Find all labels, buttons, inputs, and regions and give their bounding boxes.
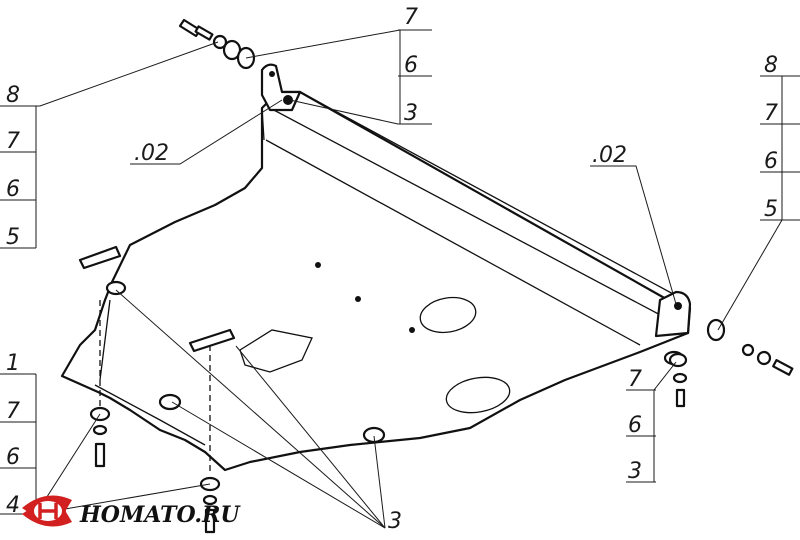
callout-lower-right-1: 7 xyxy=(628,367,642,392)
callout-right-3: 6 xyxy=(764,149,778,174)
cutout-oval-lower xyxy=(445,376,511,414)
hole-dot xyxy=(409,327,415,333)
bolt-lower-right xyxy=(668,352,688,408)
leader-lines xyxy=(0,29,800,529)
callout-top-2: 6 xyxy=(404,53,418,78)
logo-text: HOMATO.RU xyxy=(79,502,241,528)
bolt-right xyxy=(706,318,794,376)
hole-dot xyxy=(355,296,361,302)
callout-right-4: 5 xyxy=(764,197,778,222)
callout-lower-right-2: 6 xyxy=(628,413,642,438)
callout-right-1: 8 xyxy=(764,53,778,78)
skid-plate xyxy=(60,90,692,472)
callout-lower-right-3: 3 xyxy=(628,459,642,484)
cutout-rect xyxy=(239,329,313,373)
callout-bottom: 3 xyxy=(388,509,402,534)
callout-lower-left-3: 6 xyxy=(6,445,20,470)
callout-left-4: 5 xyxy=(6,225,20,250)
callout-lower-left-1: 1 xyxy=(6,351,20,376)
axis-lines xyxy=(99,300,211,475)
callout-lower-left-4: 4 xyxy=(6,493,20,518)
hole-dot xyxy=(315,262,321,268)
callout-left-3: 6 xyxy=(6,177,20,202)
tab-pad xyxy=(78,245,236,353)
callout-top-3: 3 xyxy=(404,101,418,126)
callout-top-1: 7 xyxy=(404,5,418,30)
bracket-right xyxy=(654,290,692,338)
cutout-oval-upper xyxy=(419,296,477,334)
bracket-left xyxy=(260,63,302,112)
ref-left: .02 xyxy=(134,141,169,166)
bolt-lower-left-1 xyxy=(89,406,111,468)
ref-right: .02 xyxy=(592,143,627,168)
bolt-top xyxy=(178,18,256,70)
callout-right-2: 7 xyxy=(764,101,778,126)
watermark-logo xyxy=(22,495,72,527)
callout-left-1: 8 xyxy=(6,83,20,108)
callout-left-2: 7 xyxy=(6,129,20,154)
callout-lower-left-2: 7 xyxy=(6,399,20,424)
